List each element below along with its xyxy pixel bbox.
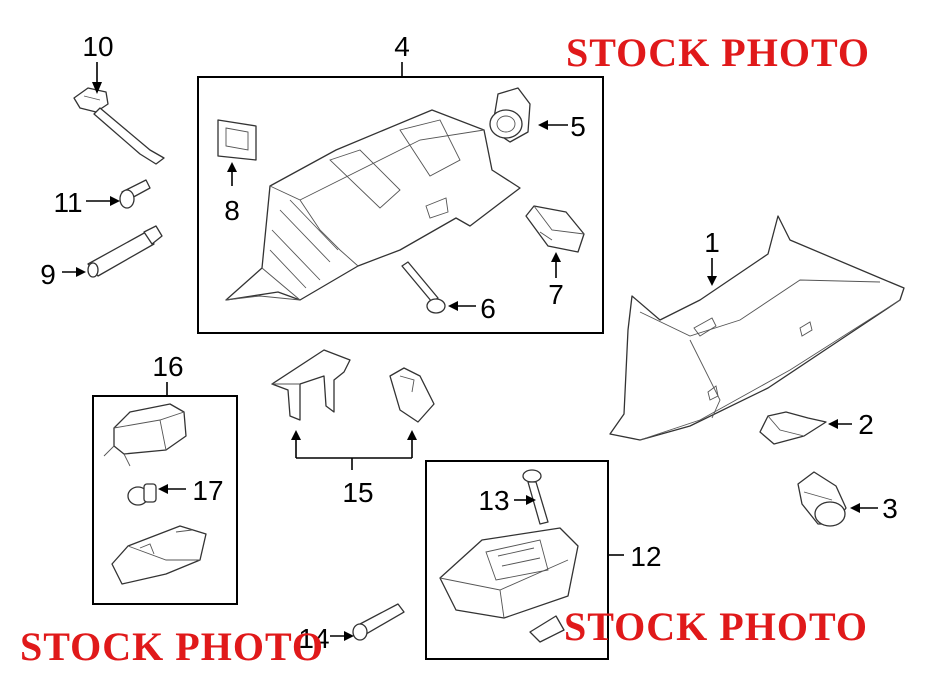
- part-7-latch: [525, 205, 585, 253]
- callout-11: 11: [53, 187, 82, 218]
- callout-5: 5: [570, 111, 586, 142]
- callout-13: 13: [478, 485, 509, 516]
- part-9-rod: [87, 225, 163, 278]
- callout-4: 4: [394, 31, 410, 62]
- callout-16: 16: [152, 351, 183, 382]
- watermark-bottom-left: STOCK PHOTO: [20, 624, 324, 669]
- part-11-pin: [119, 179, 151, 209]
- part-10-retainer: [73, 87, 165, 165]
- part-17-bulb: [127, 483, 157, 506]
- callout-12: 12: [630, 541, 661, 572]
- part-16-module: [103, 403, 187, 467]
- part-6-damper: [401, 261, 446, 314]
- part-13-pin: [522, 469, 549, 525]
- callout-3: 3: [882, 493, 898, 524]
- callout-1: 1: [704, 227, 720, 258]
- part-16-lamp-housing: [111, 525, 207, 585]
- part-2-lock: [759, 411, 827, 445]
- callout-17: 17: [192, 475, 223, 506]
- part-8-clip: [217, 119, 257, 161]
- callout-8: 8: [224, 195, 240, 226]
- group-box-12: [425, 460, 609, 660]
- part-1-door: [609, 215, 905, 441]
- callout-14: 14: [298, 623, 329, 654]
- callout-15: 15: [342, 477, 373, 508]
- watermark-bottom-right: STOCK PHOTO: [564, 604, 868, 649]
- group-box-4: [197, 76, 604, 334]
- callout-10: 10: [82, 31, 113, 62]
- watermark-top-right: STOCK PHOTO: [566, 30, 870, 75]
- part-5-bumper: [489, 87, 531, 143]
- callout-6: 6: [480, 293, 496, 324]
- callout-7: 7: [548, 279, 564, 310]
- callout-2: 2: [858, 409, 874, 440]
- callout-9: 9: [40, 259, 56, 290]
- part-3-grommet: [797, 471, 847, 527]
- part-14-screw: [352, 603, 405, 641]
- part-15-brackets: [271, 349, 435, 423]
- part-12-bin: [439, 527, 579, 643]
- leader-lines: [62, 62, 878, 641]
- group-box-16: [92, 395, 238, 605]
- part-4-housing: [225, 109, 521, 301]
